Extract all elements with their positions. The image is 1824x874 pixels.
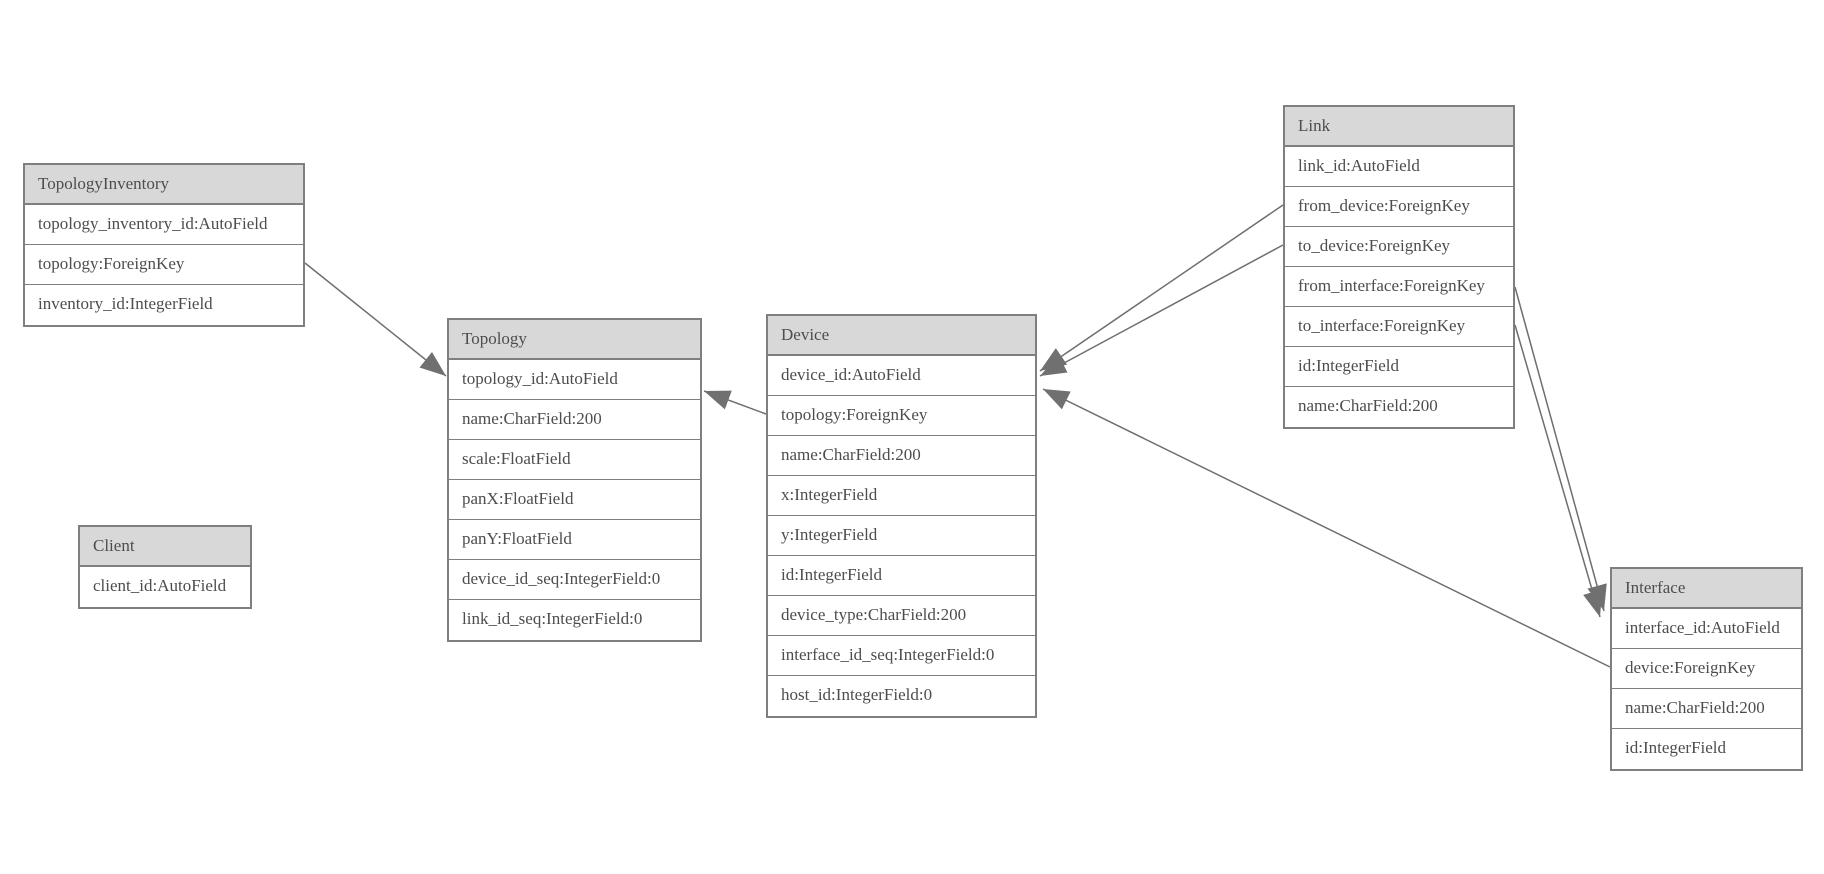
relation-line-topologyinventory-topology (304, 262, 447, 377)
entity-title: TopologyInventory (25, 165, 303, 205)
field-row: device:ForeignKey (1612, 649, 1801, 689)
relation-line-link-frominterface-interface (1514, 286, 1607, 612)
field-row: client_id:AutoField (93, 576, 227, 595)
entity-title: Device (768, 316, 1035, 356)
relation-line-link-tointerface-interface (1514, 324, 1603, 618)
field-row: scale:FloatField (449, 440, 700, 480)
field-row: to_interface:ForeignKey (1285, 307, 1513, 347)
entity-title: Interface (1612, 569, 1801, 609)
relation-line-link-todevice-device (1039, 244, 1284, 377)
field-row: panX:FloatField (449, 480, 700, 520)
field-row: inventory_id:IntegerField (38, 294, 213, 313)
field-row: topology_inventory_id:AutoField (25, 205, 303, 245)
field-row: interface_id_seq:IntegerField:0 (768, 636, 1035, 676)
field-row: name:CharField:200 (1612, 689, 1801, 729)
field-row: device_type:CharField:200 (768, 596, 1035, 636)
field-row: link_id:AutoField (1285, 147, 1513, 187)
field-row: to_device:ForeignKey (1285, 227, 1513, 267)
relation-line-interface-device (1042, 388, 1611, 668)
field-row: id:IntegerField (1625, 738, 1727, 757)
relation-line-link-fromdevice-device (1039, 204, 1284, 372)
field-row: id:IntegerField (768, 556, 1035, 596)
field-row: id:IntegerField (1285, 347, 1513, 387)
field-row: name:CharField:200 (768, 436, 1035, 476)
entity-title: Client (80, 527, 250, 567)
entity-table-topology-inventory: TopologyInventory topology_inventory_id:… (23, 163, 305, 327)
field-row: name:CharField:200 (449, 400, 700, 440)
field-row: device_id:AutoField (768, 356, 1035, 396)
entity-fields: client_id:AutoField (80, 567, 250, 607)
entity-title: Link (1285, 107, 1513, 147)
field-row: panY:FloatField (449, 520, 700, 560)
field-row: topology:ForeignKey (768, 396, 1035, 436)
field-row: x:IntegerField (768, 476, 1035, 516)
field-row: topology:ForeignKey (25, 245, 303, 285)
entity-title: Topology (449, 320, 700, 360)
field-row: device_id_seq:IntegerField:0 (449, 560, 700, 600)
field-row: from_interface:ForeignKey (1285, 267, 1513, 307)
relation-line-device-topology (703, 390, 767, 415)
field-row: topology_id:AutoField (449, 360, 700, 400)
field-row: link_id_seq:IntegerField:0 (462, 609, 643, 628)
field-row: from_device:ForeignKey (1285, 187, 1513, 227)
field-row: name:CharField:200 (1298, 396, 1438, 415)
field-row: y:IntegerField (768, 516, 1035, 556)
field-row: host_id:IntegerField:0 (781, 685, 933, 704)
entity-table-client: Client client_id:AutoField (78, 525, 252, 609)
field-row: interface_id:AutoField (1612, 609, 1801, 649)
